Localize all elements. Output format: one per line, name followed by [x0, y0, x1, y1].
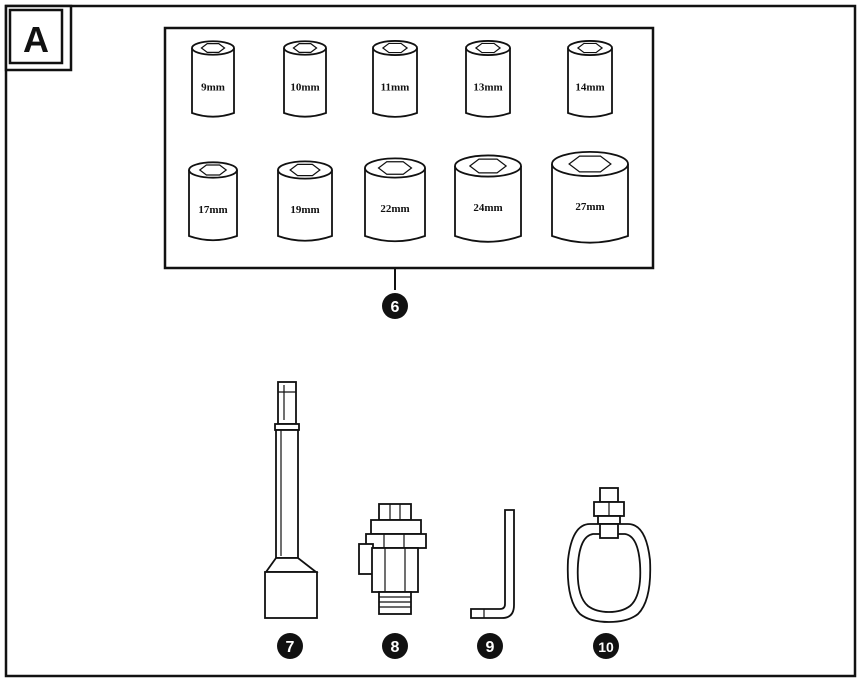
svg-text:8: 8 [391, 639, 400, 656]
socket-row1-1: 9mm [191, 40, 235, 118]
svg-text:6: 6 [391, 299, 400, 316]
allen-key [470, 509, 515, 619]
socket-size-label: 10mm [290, 82, 319, 94]
socket-row2-5: 27mm [551, 150, 629, 244]
socket-size-label: 11mm [381, 82, 410, 94]
socket-size-label: 27mm [575, 201, 604, 213]
socket-row1-3: 11mm [372, 40, 418, 118]
socket-size-label: 24mm [473, 202, 502, 214]
callout-6-badge: 6 [382, 293, 408, 319]
svg-text:9: 9 [486, 639, 495, 656]
callout-9-badge: 9 [477, 633, 503, 659]
socket-row1-4: 13mm [465, 40, 511, 118]
callout-7-badge: 7 [277, 633, 303, 659]
callout-10-badge: 10 [593, 633, 619, 659]
socket-row2-4: 24mm [454, 154, 522, 243]
socket-size-label: 17mm [198, 204, 227, 216]
socket-row1-2: 10mm [283, 40, 327, 118]
outer-frame [4, 4, 857, 678]
oil-filter-wrench [566, 487, 652, 623]
socket-set: 9mm 10mm 11mm 13mm 14mm 17mm 19mm 22mm 24mm 27mm [188, 40, 629, 244]
socket-size-label: 19mm [290, 204, 319, 216]
socket-row2-3: 22mm [364, 157, 426, 243]
socket-size-label: 14mm [575, 82, 604, 94]
socket-size-label: 22mm [380, 203, 409, 215]
extension-bar [264, 381, 319, 619]
svg-text:10: 10 [598, 639, 614, 655]
socket-row1-5: 14mm [567, 40, 613, 118]
socket-row2-2: 19mm [277, 160, 333, 242]
panel-letter: A [23, 19, 49, 60]
callout-8-badge: 8 [382, 633, 408, 659]
svg-text:7: 7 [286, 639, 295, 656]
spark-plug-socket [358, 503, 427, 615]
socket-size-label: 9mm [201, 82, 225, 94]
socket-row2-1: 17mm [188, 161, 238, 242]
socket-size-label: 13mm [473, 82, 502, 94]
panel-letter-box [4, 4, 73, 72]
